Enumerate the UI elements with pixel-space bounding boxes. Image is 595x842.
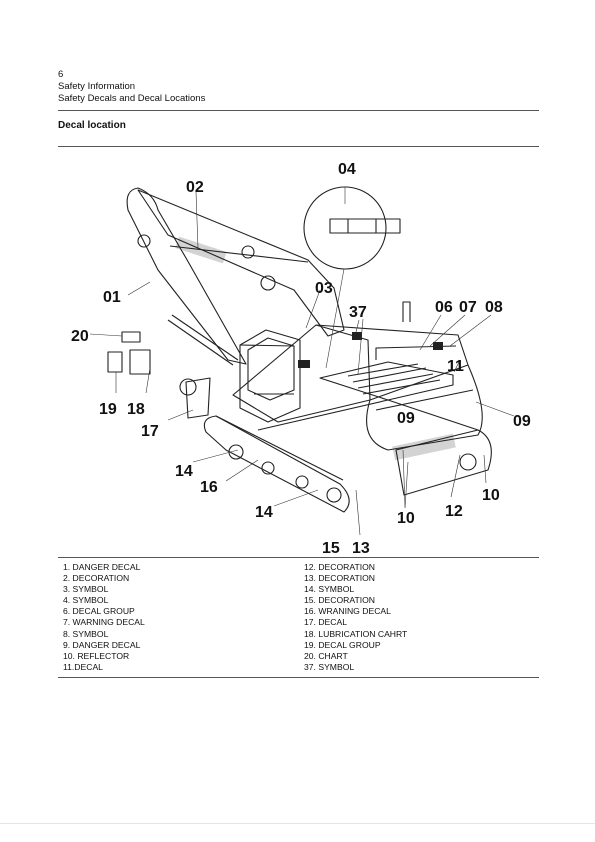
callout-19: 19 bbox=[99, 401, 117, 418]
callout-09-left: 09 bbox=[397, 410, 415, 427]
legend-item: 20. CHART bbox=[304, 650, 348, 661]
callout-16: 16 bbox=[200, 479, 218, 496]
callout-01: 01 bbox=[103, 289, 121, 306]
legend-item: 7. WARNING DECAL bbox=[63, 617, 145, 628]
legend-item: 17. DECAL bbox=[304, 617, 347, 628]
legend-top-divider bbox=[58, 557, 539, 558]
callout-02: 02 bbox=[186, 179, 204, 196]
legend-right-column: 12. DECORATION 13. DECORATION 14. SYMBOL… bbox=[304, 562, 407, 673]
legend-bottom-divider bbox=[58, 677, 539, 678]
callout-labels: 01 02 03 04 06 07 08 09 09 10 10 11 12 1… bbox=[71, 161, 531, 557]
legend-item: 18. LUBRICATION CAHRT bbox=[304, 628, 408, 639]
legend-item: 8. SYMBOL bbox=[63, 628, 109, 639]
callout-03: 03 bbox=[315, 280, 333, 297]
callout-13: 13 bbox=[352, 540, 370, 555]
header-divider bbox=[58, 110, 539, 111]
legend-item: 4. SYMBOL bbox=[63, 595, 109, 606]
excavator-illustration: 01 02 03 04 06 07 08 09 09 10 10 11 12 1… bbox=[71, 161, 531, 557]
legend-item: 12. DECORATION bbox=[304, 562, 375, 572]
callout-15: 15 bbox=[322, 540, 340, 555]
page-number: 6 bbox=[58, 69, 64, 80]
legend-item: 19. DECAL GROUP bbox=[304, 639, 381, 650]
callout-08: 08 bbox=[485, 299, 503, 316]
callout-10-right: 10 bbox=[482, 487, 500, 504]
callout-09-right: 09 bbox=[513, 413, 531, 430]
excavator-decal-figure: 01 02 03 04 06 07 08 09 09 10 10 11 12 1… bbox=[58, 150, 539, 557]
legend-item: 6. DECAL GROUP bbox=[63, 606, 135, 617]
legend-left-column: 1. DANGER DECAL 2. DECORATION 3. SYMBOL … bbox=[63, 562, 145, 673]
callout-18: 18 bbox=[127, 401, 145, 418]
legend-item: 10. REFLECTOR bbox=[63, 650, 130, 661]
callout-17: 17 bbox=[141, 423, 159, 440]
decal-location-heading: Decal location bbox=[58, 120, 126, 131]
callout-14-lower: 14 bbox=[255, 504, 273, 521]
section-divider bbox=[58, 146, 539, 147]
section-title-header: Safety Decals and Decal Locations bbox=[58, 93, 206, 104]
legend-item: 1. DANGER DECAL bbox=[63, 562, 141, 572]
callout-04: 04 bbox=[338, 161, 356, 178]
callout-14-upper: 14 bbox=[175, 463, 193, 480]
callout-20: 20 bbox=[71, 328, 89, 345]
chapter-title: Safety Information bbox=[58, 81, 136, 92]
legend-item: 3. SYMBOL bbox=[63, 584, 109, 595]
legend-item: 2. DECORATION bbox=[63, 573, 130, 584]
legend-item: 11.DECAL bbox=[63, 661, 103, 672]
callout-12: 12 bbox=[445, 503, 463, 520]
callout-37: 37 bbox=[349, 304, 367, 321]
callout-07: 07 bbox=[459, 299, 477, 316]
legend-item: 37. SYMBOL bbox=[304, 661, 355, 672]
legend-item: 9. DANGER DECAL bbox=[63, 639, 141, 650]
legend-item: 16. WRANING DECAL bbox=[304, 606, 391, 617]
legend-item: 15. DECORATION bbox=[304, 595, 375, 606]
callout-10-left: 10 bbox=[397, 510, 415, 527]
callout-11: 11 bbox=[447, 358, 464, 375]
legend-item: 14. SYMBOL bbox=[304, 584, 355, 595]
legend-item: 13. DECORATION bbox=[304, 573, 375, 584]
page-footer-line bbox=[0, 823, 595, 824]
callout-06: 06 bbox=[435, 299, 453, 316]
